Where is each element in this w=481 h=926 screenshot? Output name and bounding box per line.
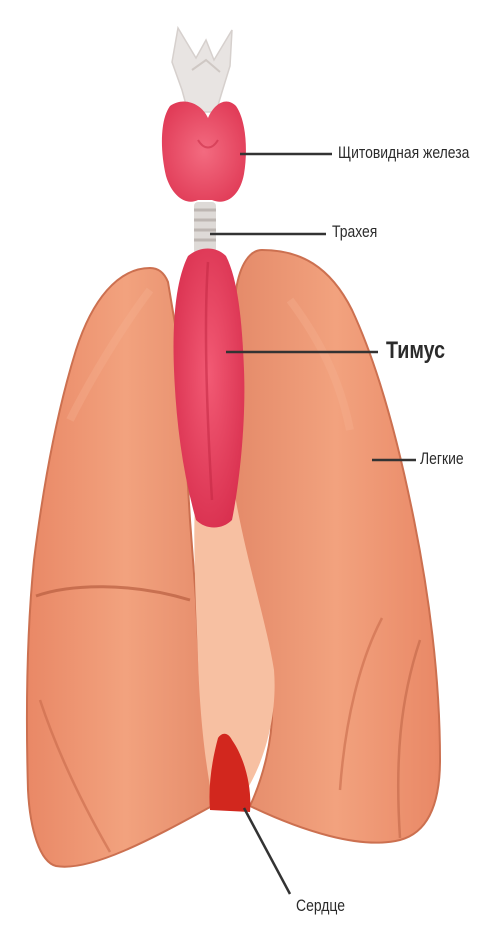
- trachea-shape: [194, 202, 216, 254]
- lungs-label: Легкие: [420, 449, 464, 469]
- thymus-label: Тимус: [386, 337, 445, 365]
- thyroid-label: Щитовидная железа: [338, 143, 469, 163]
- trachea-label: Трахея: [332, 222, 377, 242]
- thyroid-gland-shape: [162, 102, 246, 202]
- larynx-shape: [172, 28, 232, 112]
- heart-label: Сердце: [296, 896, 345, 916]
